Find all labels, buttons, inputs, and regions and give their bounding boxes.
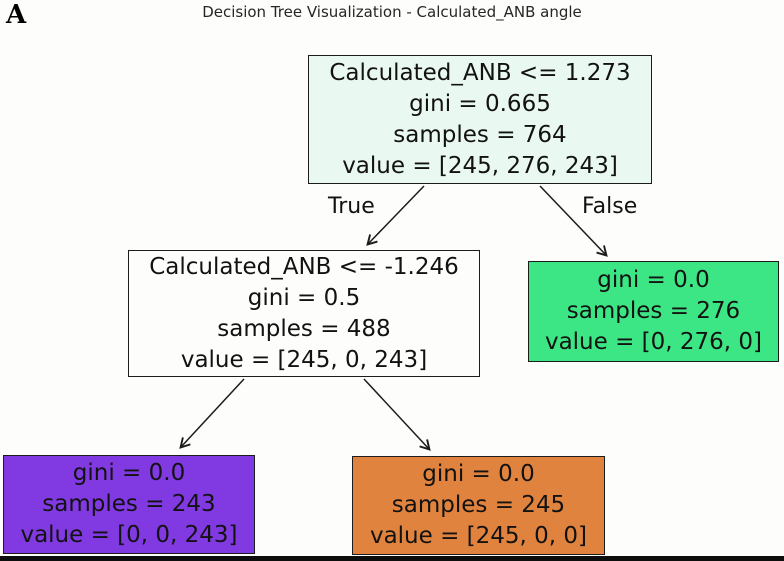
node-gini: gini = 0.665	[409, 90, 551, 117]
node-condition: Calculated_ANB <= -1.246	[149, 253, 459, 280]
node-samples: samples = 276	[566, 298, 741, 324]
figure-bottom-border	[0, 556, 784, 561]
tree-node-orange-leaf: gini = 0.0 samples = 245 value = [245, 0…	[352, 456, 605, 555]
node-value: value = [245, 276, 243]	[342, 152, 618, 179]
node-value: value = [0, 276, 0]	[544, 329, 763, 355]
figure-title: Decision Tree Visualization - Calculated…	[202, 3, 582, 21]
node-samples: samples = 245	[391, 492, 566, 518]
tree-node-left-split: Calculated_ANB <= -1.246 gini = 0.5 samp…	[128, 250, 480, 377]
edge-label-true: True	[328, 194, 375, 219]
edge-split-to-purple-leaf	[179, 378, 245, 449]
node-gini: gini = 0.0	[72, 460, 186, 486]
panel-label: A	[6, 0, 27, 30]
node-value: value = [245, 0, 0]	[369, 523, 588, 549]
edge-label-false: False	[582, 194, 638, 219]
node-samples: samples = 488	[217, 315, 391, 342]
node-samples: samples = 243	[42, 491, 216, 517]
node-condition: Calculated_ANB <= 1.273	[329, 59, 631, 86]
tree-node-root: Calculated_ANB <= 1.273 gini = 0.665 sam…	[308, 55, 652, 184]
tree-node-green-leaf: gini = 0.0 samples = 276 value = [0, 276…	[528, 261, 779, 362]
node-value: value = [245, 0, 243]	[180, 346, 428, 373]
node-value: value = [0, 0, 243]	[20, 522, 238, 548]
node-samples: samples = 764	[393, 121, 567, 148]
node-gini: gini = 0.0	[597, 267, 710, 293]
edge-split-to-orange-leaf	[363, 378, 431, 451]
node-gini: gini = 0.0	[422, 461, 535, 487]
edge-root-to-left-split	[366, 185, 425, 246]
node-gini: gini = 0.5	[247, 284, 361, 311]
tree-node-purple-leaf: gini = 0.0 samples = 243 value = [0, 0, …	[3, 455, 255, 554]
